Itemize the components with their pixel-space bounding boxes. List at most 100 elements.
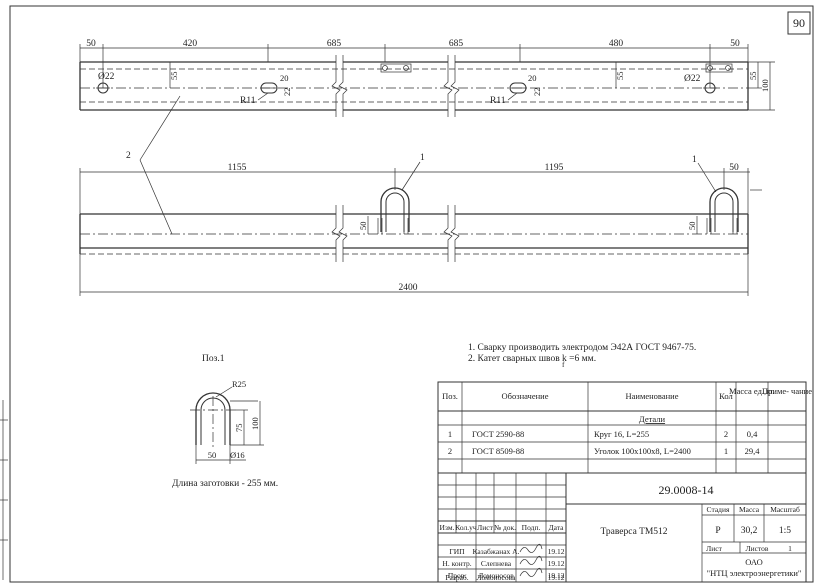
callout-part1-left: 1 [420, 153, 425, 163]
dim-slot-len-left: 20 [280, 73, 289, 83]
mass-value: 30,2 [741, 526, 758, 536]
svg-text:Н. контр.: Н. контр. [442, 559, 471, 568]
note-subscript: f [562, 360, 565, 369]
detail-title: Поз.1 [202, 354, 225, 364]
note-1: 1. Сварку производить электродом Э42А ГО… [468, 343, 696, 353]
svg-text:ГОСТ 2590-88: ГОСТ 2590-88 [472, 429, 524, 439]
col-header-qty: Кол [719, 391, 733, 401]
staff-row: Пров. Ломоносов 19.12 [448, 567, 565, 580]
detail-blank-length: Длина заготовки - 255 мм. [172, 479, 278, 489]
scale-value: 1:5 [779, 526, 791, 536]
tb-col-label: Дата [549, 523, 565, 532]
svg-text:Уголок 100х100х8, L=2400: Уголок 100х100х8, L=2400 [594, 446, 691, 456]
left-margin-marks [0, 400, 8, 580]
svg-text:2: 2 [448, 446, 452, 456]
dim-detail-radius: R25 [232, 379, 246, 389]
sheet-number: 90 [793, 16, 805, 30]
dim-height-right: 55 [748, 72, 758, 81]
svg-text:19.12: 19.12 [548, 573, 565, 582]
dim-top-left-offset: 50 [86, 39, 96, 49]
dim-radius-left: R11 [240, 96, 256, 106]
sheets-label: Листов [746, 544, 769, 553]
dim-front-right-offset: 50 [729, 163, 739, 173]
signature [519, 567, 543, 577]
callout-part2: 2 [126, 151, 131, 161]
svg-text:29,4: 29,4 [745, 446, 761, 456]
tb-col-label: Подп. [522, 523, 541, 532]
mass-label: Масса [739, 505, 760, 514]
dim-detail-height-inner: 75 [234, 424, 244, 433]
spec-table: Поз. Обозначение Наименование Кол Масса … [437, 381, 812, 474]
note-2: 2. Катет сварных швов k =6 мм. [468, 354, 596, 364]
svg-text:19.12: 19.12 [548, 559, 565, 568]
svg-text:0,4: 0,4 [747, 429, 758, 439]
dim-detail-rod-diam: Ø16 [230, 450, 245, 460]
signature [519, 555, 543, 565]
dim-detail-width: 50 [208, 450, 217, 460]
doc-number: 29.0008-14 [659, 483, 714, 497]
dim-top-span2: 685 [449, 39, 464, 49]
col-header-note: Приме- чание [762, 386, 812, 396]
top-view: 50 420 685 685 480 50 Ø22 20 22 R11 55 [79, 39, 775, 117]
dim-top-right-offset: 50 [730, 39, 740, 49]
dim-top-hole-left: 420 [183, 39, 198, 49]
staff-row: ГИП Казабжанах А. 19.12 [449, 543, 565, 556]
svg-text:1: 1 [724, 446, 728, 456]
staff-row: Разраб. Ломоносова 19.12 [445, 573, 564, 582]
tb-col-label: Изм. [440, 523, 455, 532]
dim-radius-right: R11 [490, 96, 506, 106]
col-header-mass: Масса ед.,кг. [729, 386, 775, 396]
tb-col-label: Лист [477, 523, 493, 532]
svg-text:Разраб.: Разраб. [445, 573, 468, 582]
scale-label: Масштаб [770, 505, 800, 514]
table-row: 1 ГОСТ 2590-88 Круг 16, L=255 2 0,4 [448, 429, 758, 439]
svg-text:Ломоносов: Ломоносов [478, 571, 514, 580]
svg-text:Ломоносова: Ломоносова [477, 573, 516, 582]
dim-total-length: 2400 [399, 283, 418, 293]
dim-front-right-span: 1195 [545, 163, 564, 173]
stage-value: Р [715, 526, 720, 536]
dim-height-left: 55 [169, 72, 179, 81]
sheet-number-box [787, 11, 811, 35]
svg-text:ГОСТ 8509-88: ГОСТ 8509-88 [472, 446, 524, 456]
svg-text:ГИП: ГИП [449, 547, 465, 556]
org-line2: "НТЦ электроэнергетики" [707, 568, 802, 578]
callout-part1-right: 1 [692, 155, 697, 165]
dim-slot-len-right: 20 [528, 73, 537, 83]
table-row: 2 ГОСТ 8509-88 Уголок 100х100х8, L=2400 … [448, 446, 760, 456]
sheet-label: Лист [706, 544, 722, 553]
drawing-name: Траверса ТМ512 [600, 527, 667, 537]
dim-top-span1: 685 [327, 39, 342, 49]
dim-slot-width-right: 22 [532, 88, 542, 97]
org-line1: ОАО [745, 557, 763, 567]
svg-text:19.12: 19.12 [548, 571, 565, 580]
section-title: Детали [639, 414, 666, 424]
svg-text:Пров.: Пров. [448, 571, 466, 580]
stage-label: Стадия [707, 505, 730, 514]
col-header-designation: Обозначение [502, 391, 549, 401]
svg-text:19.12: 19.12 [548, 547, 565, 556]
svg-text:Круг 16, L=255: Круг 16, L=255 [594, 429, 649, 439]
svg-text:1: 1 [448, 429, 452, 439]
dim-width-total: 100 [760, 79, 770, 92]
dim-bolt-height-right: 50 [687, 222, 697, 231]
title-block: Изм. Кол.уч Лист № док. Подп. Дата ГИП К… [437, 472, 807, 583]
dim-hole-diam-left: Ø22 [98, 72, 115, 82]
dim-detail-height-total: 100 [250, 417, 260, 430]
col-header-name: Наименование [626, 391, 679, 401]
dim-hole-diam-right: Ø22 [684, 74, 701, 84]
dim-bolt-height-left: 50 [358, 222, 368, 231]
detail-pos1: Поз.1 R25 75 100 50 Ø16 Длина заготовки … [172, 354, 278, 489]
svg-text:Казабжанах А.: Казабжанах А. [473, 547, 520, 556]
tb-col-label: № док. [494, 523, 516, 532]
col-header-pos: Поз. [442, 391, 458, 401]
dim-top-slot-right: 480 [609, 39, 624, 49]
sheet-frame [9, 5, 814, 583]
svg-text:2: 2 [724, 429, 728, 439]
sheets-value: 1 [788, 544, 792, 553]
dim-height-mid: 55 [615, 72, 625, 81]
tb-col-label: Кол.уч [455, 523, 477, 532]
svg-text:Слепнева: Слепнева [481, 559, 512, 568]
dim-front-left-span: 1155 [228, 163, 247, 173]
